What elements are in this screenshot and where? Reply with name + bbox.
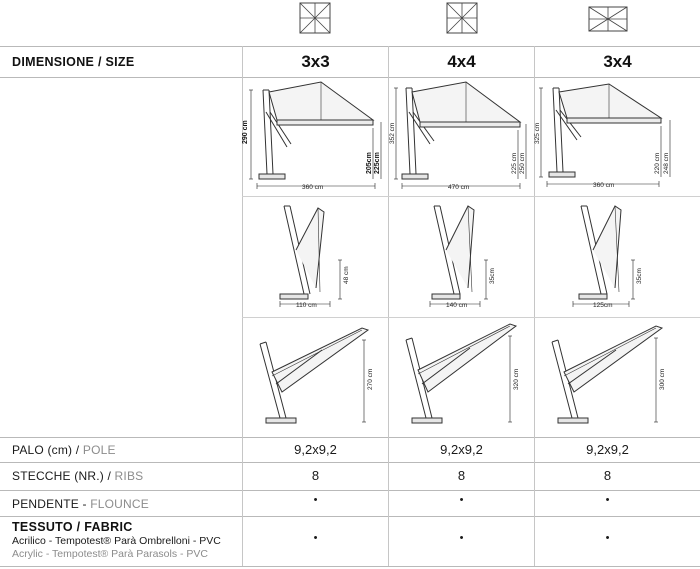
- open-height-a-label: 225 cm: [511, 153, 518, 174]
- tilted-height-label: 270 cm: [367, 369, 374, 390]
- column-divider-3: [534, 46, 535, 566]
- header-bottom-divider: [0, 77, 700, 78]
- open-height-b-label: 250 cm: [519, 153, 526, 174]
- open-umbrella-diagram-3x4: 325 cm 220 cm 248 cm 360 cm: [534, 82, 677, 192]
- closed-umbrella-diagram-4x4: 35cm 140 cm: [418, 202, 518, 312]
- row-divider-fabric: [0, 516, 700, 517]
- size-3x4-label: 3x4: [603, 52, 632, 71]
- open-umbrella-diagram-4x4: 352 cm 225 cm 250 cm 470 cm: [389, 81, 532, 192]
- fabric-value-3x4: •: [605, 532, 610, 544]
- open-height-label: 325 cm: [534, 123, 541, 144]
- row-divider-pole: [0, 437, 700, 438]
- open-height-b-label: 225cm: [374, 152, 381, 174]
- ribs-value-3x4: 8: [603, 468, 612, 483]
- header-top-divider: [0, 46, 700, 47]
- column-divider-1: [242, 46, 243, 566]
- column-divider-2: [388, 46, 389, 566]
- pole-value-4x4: 9,2x9,2: [440, 442, 483, 457]
- tilted-height-label: 300 cm: [659, 369, 666, 390]
- open-height-a-label: 220 cm: [654, 153, 661, 174]
- rectangular-canopy-icon: [588, 6, 628, 32]
- closed-umbrella-diagram-3x3: 48 cm 110 cm: [270, 202, 370, 312]
- ribs-row-label: STECCHE (NR.) / RIBS: [12, 469, 144, 483]
- open-width-label: 360 cm: [302, 184, 323, 191]
- fabric-value-4x4: •: [459, 532, 464, 544]
- ribs-value-4x4: 8: [457, 468, 466, 483]
- tilted-umbrella-diagram-4x4: 320 cm: [398, 322, 528, 432]
- open-height-label: 352 cm: [389, 123, 396, 144]
- flounce-row-label: PENDENTE - FLOUNCE: [12, 497, 149, 511]
- flounce-value-3x3: •: [313, 494, 318, 506]
- fabric-value-3x3: •: [313, 532, 318, 544]
- open-umbrella-diagram-3x3: 290 cm 205cm 225cm 360 cm: [242, 81, 387, 192]
- open-height-b-label: 248 cm: [663, 153, 670, 174]
- tilted-umbrella-diagram-3x4: 300 cm: [544, 322, 674, 432]
- row-divider-ribs: [0, 462, 700, 463]
- closed-width-label: 140 cm: [446, 302, 467, 309]
- open-height-a-label: 205cm: [366, 152, 373, 174]
- tilted-umbrella-diagram-3x3: 270 cm: [252, 322, 382, 432]
- fabric-row-italian: Acrilico - Tempotest® Parà Ombrelloni - …: [12, 535, 221, 547]
- fabric-row-title: TESSUTO / FABRIC: [12, 520, 133, 534]
- closed-width-label: 125cm: [593, 302, 613, 309]
- open-width-label: 360 cm: [593, 182, 614, 189]
- closed-height-label: 35cm: [489, 268, 496, 284]
- size-4x4-label: 4x4: [447, 52, 476, 71]
- ribs-value-3x3: 8: [311, 468, 320, 483]
- open-height-label: 290 cm: [242, 120, 249, 144]
- closed-height-label: 35cm: [636, 268, 643, 284]
- pole-row-label: PALO (cm) / POLE: [12, 443, 116, 457]
- diagram-divider-1: [242, 196, 700, 197]
- fabric-row-english: Acrylic - Tempotest® Parà Parasols - PVC: [12, 548, 209, 560]
- square-canopy-icon: [446, 2, 478, 34]
- diagram-divider-2: [242, 317, 700, 318]
- closed-height-label: 48 cm: [343, 266, 350, 284]
- table-bottom-divider: [0, 566, 700, 567]
- closed-width-label: 110 cm: [296, 302, 317, 309]
- closed-umbrella-diagram-3x4: 35cm 125cm: [565, 202, 665, 312]
- open-width-label: 470 cm: [448, 184, 469, 191]
- tilted-height-label: 320 cm: [513, 369, 520, 390]
- size-header-label: DIMENSIONE / SIZE: [12, 55, 135, 69]
- size-3x3-label: 3x3: [301, 52, 330, 71]
- flounce-value-4x4: •: [459, 494, 464, 506]
- square-canopy-icon: [299, 2, 331, 34]
- flounce-value-3x4: •: [605, 494, 610, 506]
- row-divider-flounce: [0, 490, 700, 491]
- pole-value-3x4: 9,2x9,2: [586, 442, 629, 457]
- pole-value-3x3: 9,2x9,2: [294, 442, 337, 457]
